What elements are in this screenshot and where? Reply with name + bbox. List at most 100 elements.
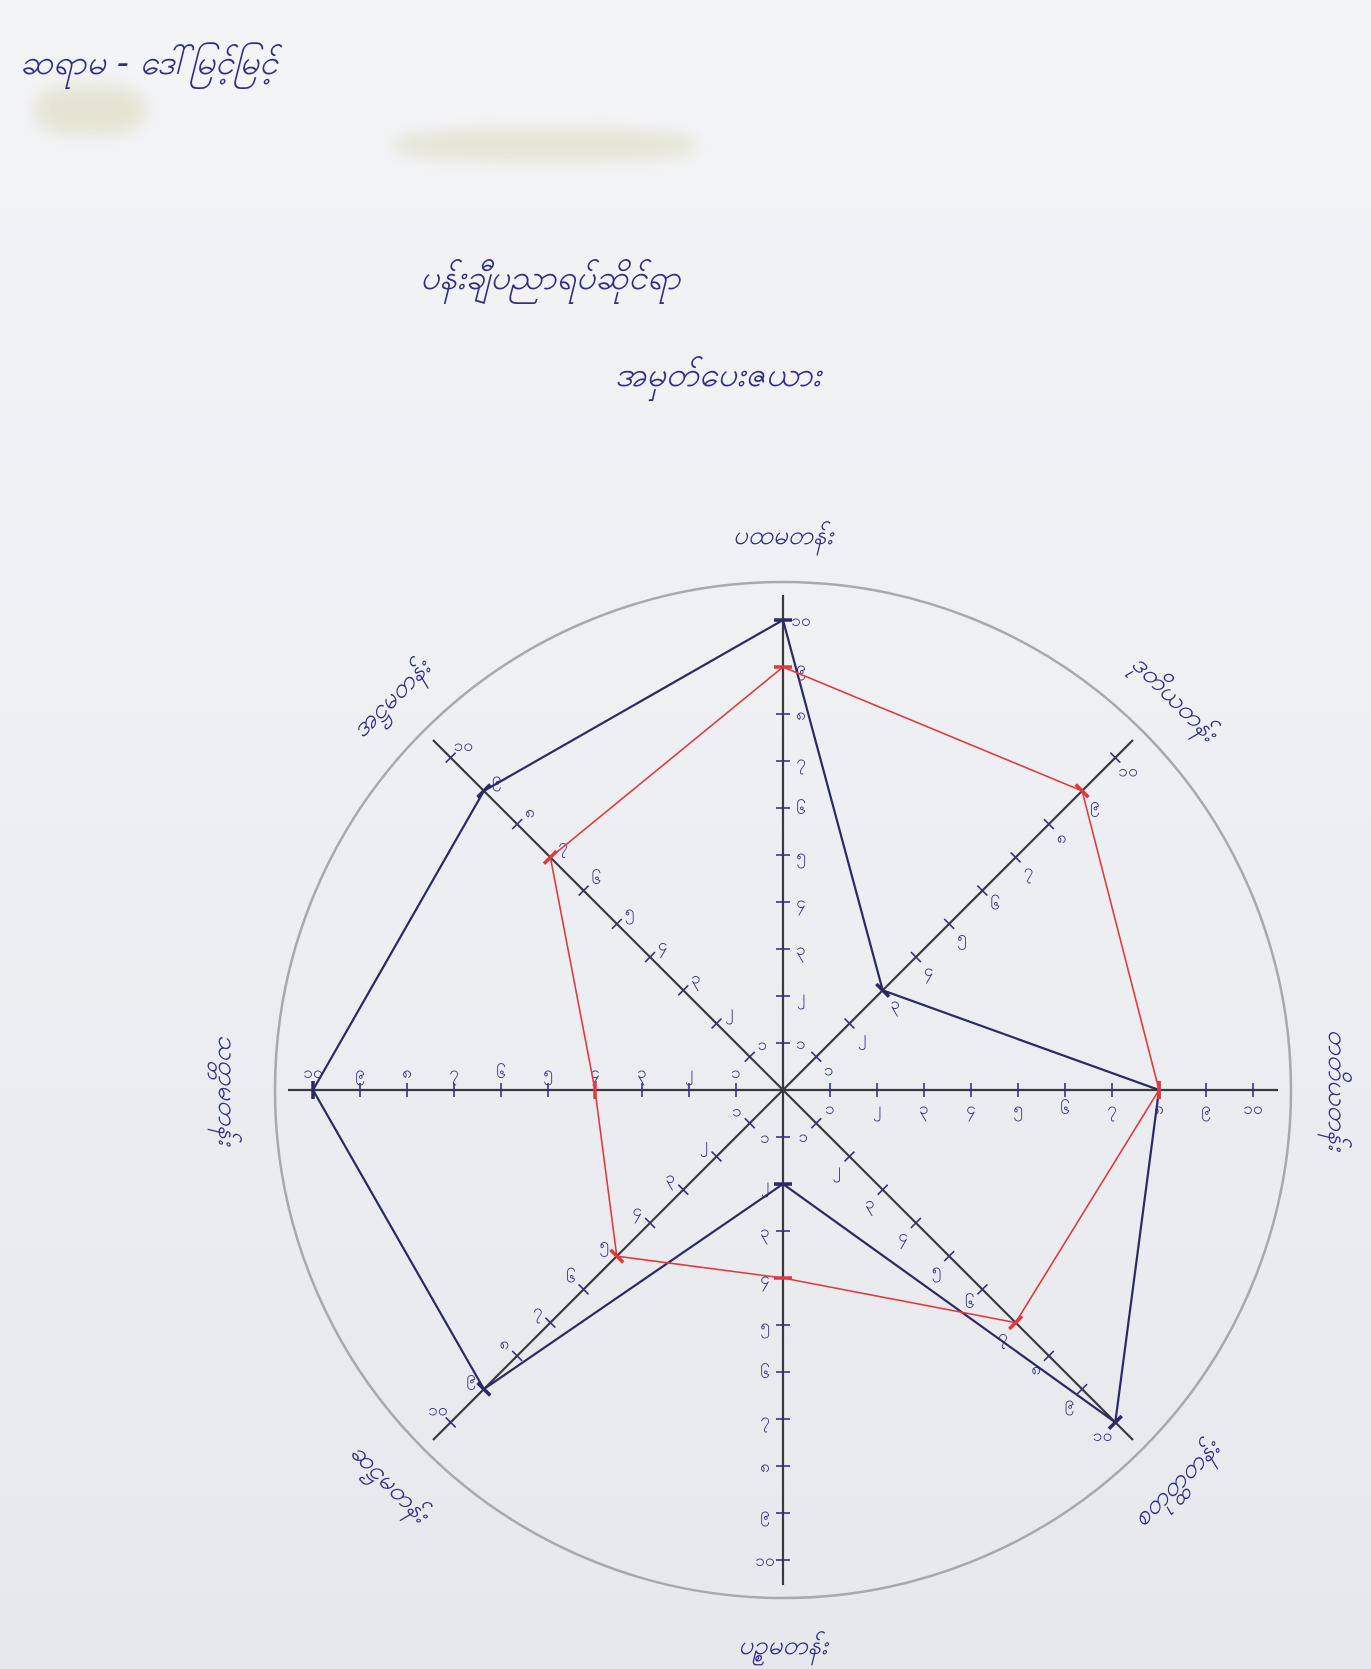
tick-label: ၆ xyxy=(566,1267,576,1288)
tick-label: ၇ xyxy=(796,752,806,775)
axis-label: တတိယတန်း xyxy=(1317,1029,1352,1153)
tick-label: ၉ xyxy=(355,1063,365,1086)
tick-label: ၃ xyxy=(666,1168,676,1191)
tick-label: ၂ xyxy=(725,1002,733,1025)
axis-label: အဋ္ဌမတန်း xyxy=(346,651,442,747)
tick-label: ၈ xyxy=(796,705,806,725)
title-line-2: အမှတ်ပေးဇယား xyxy=(615,355,822,395)
tick-label: ၁၀ xyxy=(1243,1099,1262,1119)
axis-tick xyxy=(744,1051,756,1063)
tick-label: ၁ xyxy=(796,1034,806,1054)
tick-label: ၅ xyxy=(796,846,806,869)
tick-label: ၁၀ xyxy=(755,1551,774,1571)
axis-tick xyxy=(677,984,689,996)
axis-tick xyxy=(578,885,590,897)
tick-label: ၆ xyxy=(592,868,602,889)
axis-line xyxy=(782,1089,1134,1441)
axis-tick xyxy=(810,1051,822,1063)
tick-label: ၉ xyxy=(466,1367,476,1390)
tick-label: ၁ xyxy=(824,1060,834,1080)
axis-label: ပထမတန်း xyxy=(733,521,836,556)
axis-line xyxy=(432,1089,784,1441)
tick-label: ၉ xyxy=(1090,795,1100,818)
tick-label: ၉ xyxy=(1065,1393,1075,1416)
tick-label: ၂ xyxy=(685,1063,693,1086)
tick-label: ၂ xyxy=(797,987,805,1010)
axis-tick xyxy=(711,1150,723,1162)
axis-tick xyxy=(1109,752,1121,764)
tick-label: ၁၀ xyxy=(454,736,473,756)
tick-label: ၇ xyxy=(449,1063,459,1086)
stain-mark xyxy=(395,130,695,160)
axis-tick xyxy=(711,1018,723,1030)
axis-tick xyxy=(544,1317,556,1329)
tick-label: ၄ xyxy=(760,1269,770,1292)
axis-tick xyxy=(578,1283,590,1295)
tick-label: ၁ xyxy=(731,1063,741,1083)
axes-layer: ၁၂၃၄၅၆၇၈၉၁၀၁၂၃၄၅၆၇၈၉၁၀၁၂၃၄၅၆၇၈၉၁၀၁၂၃၄၅၆၇… xyxy=(288,595,1278,1585)
tick-label: ၇ xyxy=(760,1410,770,1433)
axis-tick xyxy=(910,1217,922,1229)
data-point xyxy=(1074,783,1090,799)
axis-tick xyxy=(943,918,955,930)
tick-label: ၁ xyxy=(825,1099,835,1119)
axis-label: စတုတ္ထတန်း xyxy=(1126,1432,1231,1537)
tick-label: ၇ xyxy=(1107,1099,1117,1122)
data-point xyxy=(1107,1414,1123,1430)
axis-tick xyxy=(511,1350,523,1362)
tick-label: ၃ xyxy=(637,1063,647,1086)
tick-label: ၅ xyxy=(625,902,635,925)
tick-label: ၇ xyxy=(998,1326,1008,1349)
tick-label: ၃ xyxy=(796,940,806,963)
tick-label: ၄ xyxy=(966,1099,976,1122)
axis-label: သတ္တမတန်း xyxy=(207,1035,242,1148)
data-point xyxy=(609,1248,625,1264)
stain-mark xyxy=(35,85,145,135)
tick-label: ၆ xyxy=(796,798,806,819)
tick-label: ၁၀ xyxy=(1093,1426,1112,1446)
tick-label: ၅ xyxy=(543,1063,553,1086)
tick-label: ၄ xyxy=(590,1063,600,1086)
series-layer xyxy=(311,618,1161,1430)
tick-label: ၁၀ xyxy=(428,1401,447,1421)
tick-label: ၇ xyxy=(1024,861,1034,884)
tick-label: ၆ xyxy=(1060,1098,1070,1119)
axis-tick xyxy=(445,1416,457,1428)
tick-label: ၃ xyxy=(891,994,901,1017)
tick-label: ၃ xyxy=(760,1222,770,1245)
axis-tick xyxy=(877,1184,889,1196)
data-point xyxy=(476,1381,492,1397)
tick-label: ၆ xyxy=(760,1362,770,1383)
tick-label: ၅ xyxy=(957,928,967,951)
axis-tick xyxy=(943,1250,955,1262)
axis-tick xyxy=(1010,851,1022,863)
tick-label: ၈ xyxy=(402,1063,412,1083)
tick-label: ၄ xyxy=(633,1201,643,1224)
tick-label: ၉ xyxy=(760,1504,770,1527)
tick-label: ၉ xyxy=(492,769,502,792)
tick-label: ၄ xyxy=(658,935,668,958)
tick-label: ၁ xyxy=(799,1127,809,1147)
data-point xyxy=(476,783,492,799)
axis-tick xyxy=(810,1117,822,1129)
tick-label: ၃ xyxy=(919,1099,929,1122)
tick-label: ၈ xyxy=(1057,828,1067,848)
tick-label: ၉ xyxy=(796,658,806,681)
author-line: ဆရာမ - ဒေါ်မြင့်မြင့် xyxy=(20,43,278,83)
tick-label: ၂ xyxy=(873,1099,881,1122)
axis-tick xyxy=(644,1217,656,1229)
axis-tick xyxy=(843,1150,855,1162)
axis-tick xyxy=(677,1184,689,1196)
series-line-1 xyxy=(311,618,1161,1425)
tick-label: ၁ xyxy=(760,1128,770,1148)
tick-label: ၅ xyxy=(599,1234,609,1257)
axis-tick xyxy=(511,818,523,830)
tick-label: ၂ xyxy=(761,1175,769,1198)
tick-label: ၈ xyxy=(500,1334,510,1354)
tick-label: ၇ xyxy=(533,1301,543,1324)
tick-label: ၁၀ xyxy=(791,611,810,631)
series-line-2 xyxy=(549,666,1160,1324)
tick-label: ၄ xyxy=(898,1227,908,1250)
